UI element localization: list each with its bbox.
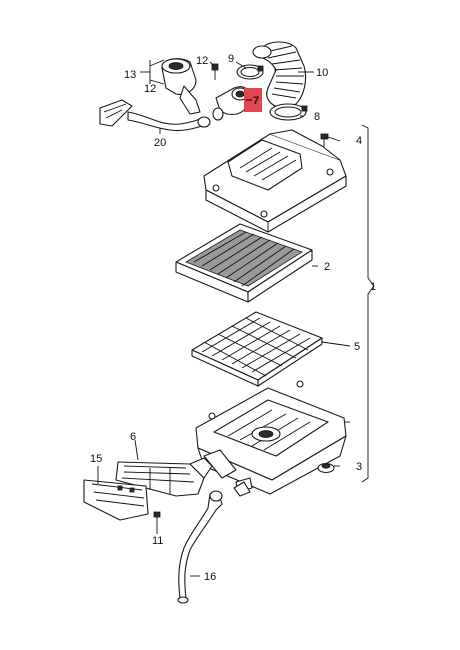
duct-end — [83, 479, 149, 521]
label-part-15: 15 — [90, 453, 102, 465]
intake-duct — [115, 457, 213, 497]
hose-clamp-upper — [236, 64, 264, 80]
drain-hose — [177, 481, 251, 604]
label-part-4: 4 — [356, 135, 362, 147]
label-part-12-top: 12 — [196, 55, 208, 67]
label-part-16: 16 — [204, 571, 216, 583]
label-part-13: 13 — [124, 69, 136, 81]
label-part-10: 10 — [316, 67, 328, 79]
filter-element — [175, 223, 313, 303]
highlight-part-7 — [244, 88, 262, 112]
label-part-20: 20 — [154, 137, 166, 149]
grommet — [317, 462, 335, 474]
bolt-12 — [211, 63, 219, 80]
filter-grid — [191, 311, 323, 387]
label-part-1: 1 — [370, 281, 376, 293]
label-part-11: 11 — [152, 535, 163, 547]
resonator — [161, 58, 201, 115]
label-part-7: 7 — [253, 95, 259, 107]
assembly-bracket — [361, 124, 375, 483]
label-part-8: 8 — [314, 111, 320, 123]
label-part-6: 6 — [130, 431, 136, 443]
label-part-12-bottom: 12 — [144, 83, 156, 95]
label-part-5: 5 — [354, 341, 360, 353]
connecting-pipe — [215, 86, 251, 116]
screw-11 — [153, 511, 161, 528]
part-labels: 1 2 3 4 5 6 7 8 9 10 11 12 12 13 15 16 2… — [90, 53, 376, 583]
housing-lid — [203, 129, 347, 233]
hose-clamp-lower — [269, 103, 308, 121]
breather-hose — [99, 99, 224, 132]
label-part-3: 3 — [356, 461, 362, 473]
housing-lower — [195, 380, 347, 495]
label-part-2: 2 — [324, 261, 330, 273]
leader-lines — [97, 59, 351, 577]
label-part-9: 9 — [228, 53, 234, 65]
